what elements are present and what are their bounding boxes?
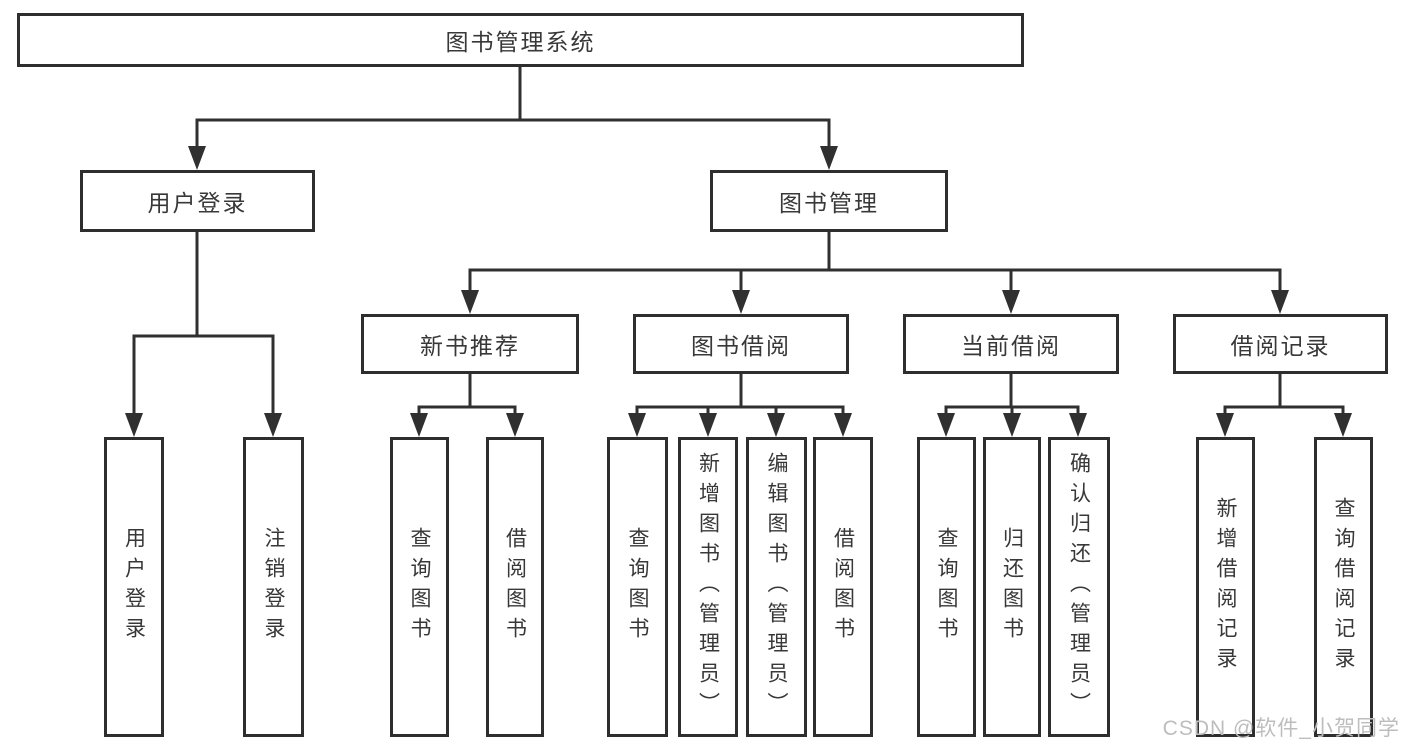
watermark: CSDN @软件_小贺同学	[1162, 717, 1400, 740]
node-user-login: 用户登录	[80, 170, 315, 232]
leaf-current-query-books: 查询图书	[917, 437, 976, 737]
leaf-records-add-borrow-record: 新增借阅记录	[1196, 437, 1255, 737]
node-new-book-recommendation: 新书推荐	[361, 314, 579, 374]
node-book-borrowing: 图书借阅	[633, 314, 849, 374]
leaf-recommend-query-books: 查询图书	[390, 437, 449, 737]
arrowhead-icons	[125, 146, 1352, 437]
leaf-borrowing-add-books-admin: 新增图书（管理员）	[678, 437, 738, 737]
node-current-borrowing: 当前借阅	[903, 314, 1119, 374]
node-library-management-system: 图书管理系统	[17, 13, 1024, 67]
leaf-current-return-books: 归还图书	[983, 437, 1041, 737]
node-borrowing-records: 借阅记录	[1173, 314, 1388, 374]
leaf-records-query-borrow-record: 查询借阅记录	[1314, 437, 1373, 737]
leaf-recommend-borrow-books: 借阅图书	[486, 437, 544, 737]
leaf-borrowing-borrow-books: 借阅图书	[813, 437, 873, 737]
leaf-logout: 注销登录	[243, 437, 304, 737]
leaf-user-login: 用户登录	[104, 437, 164, 737]
node-book-management: 图书管理	[710, 170, 948, 232]
leaf-borrowing-edit-books-admin: 编辑图书（管理员）	[746, 437, 807, 737]
leaf-borrowing-query-books: 查询图书	[607, 437, 668, 737]
leaf-current-confirm-return-admin: 确认归还（管理员）	[1048, 437, 1110, 737]
